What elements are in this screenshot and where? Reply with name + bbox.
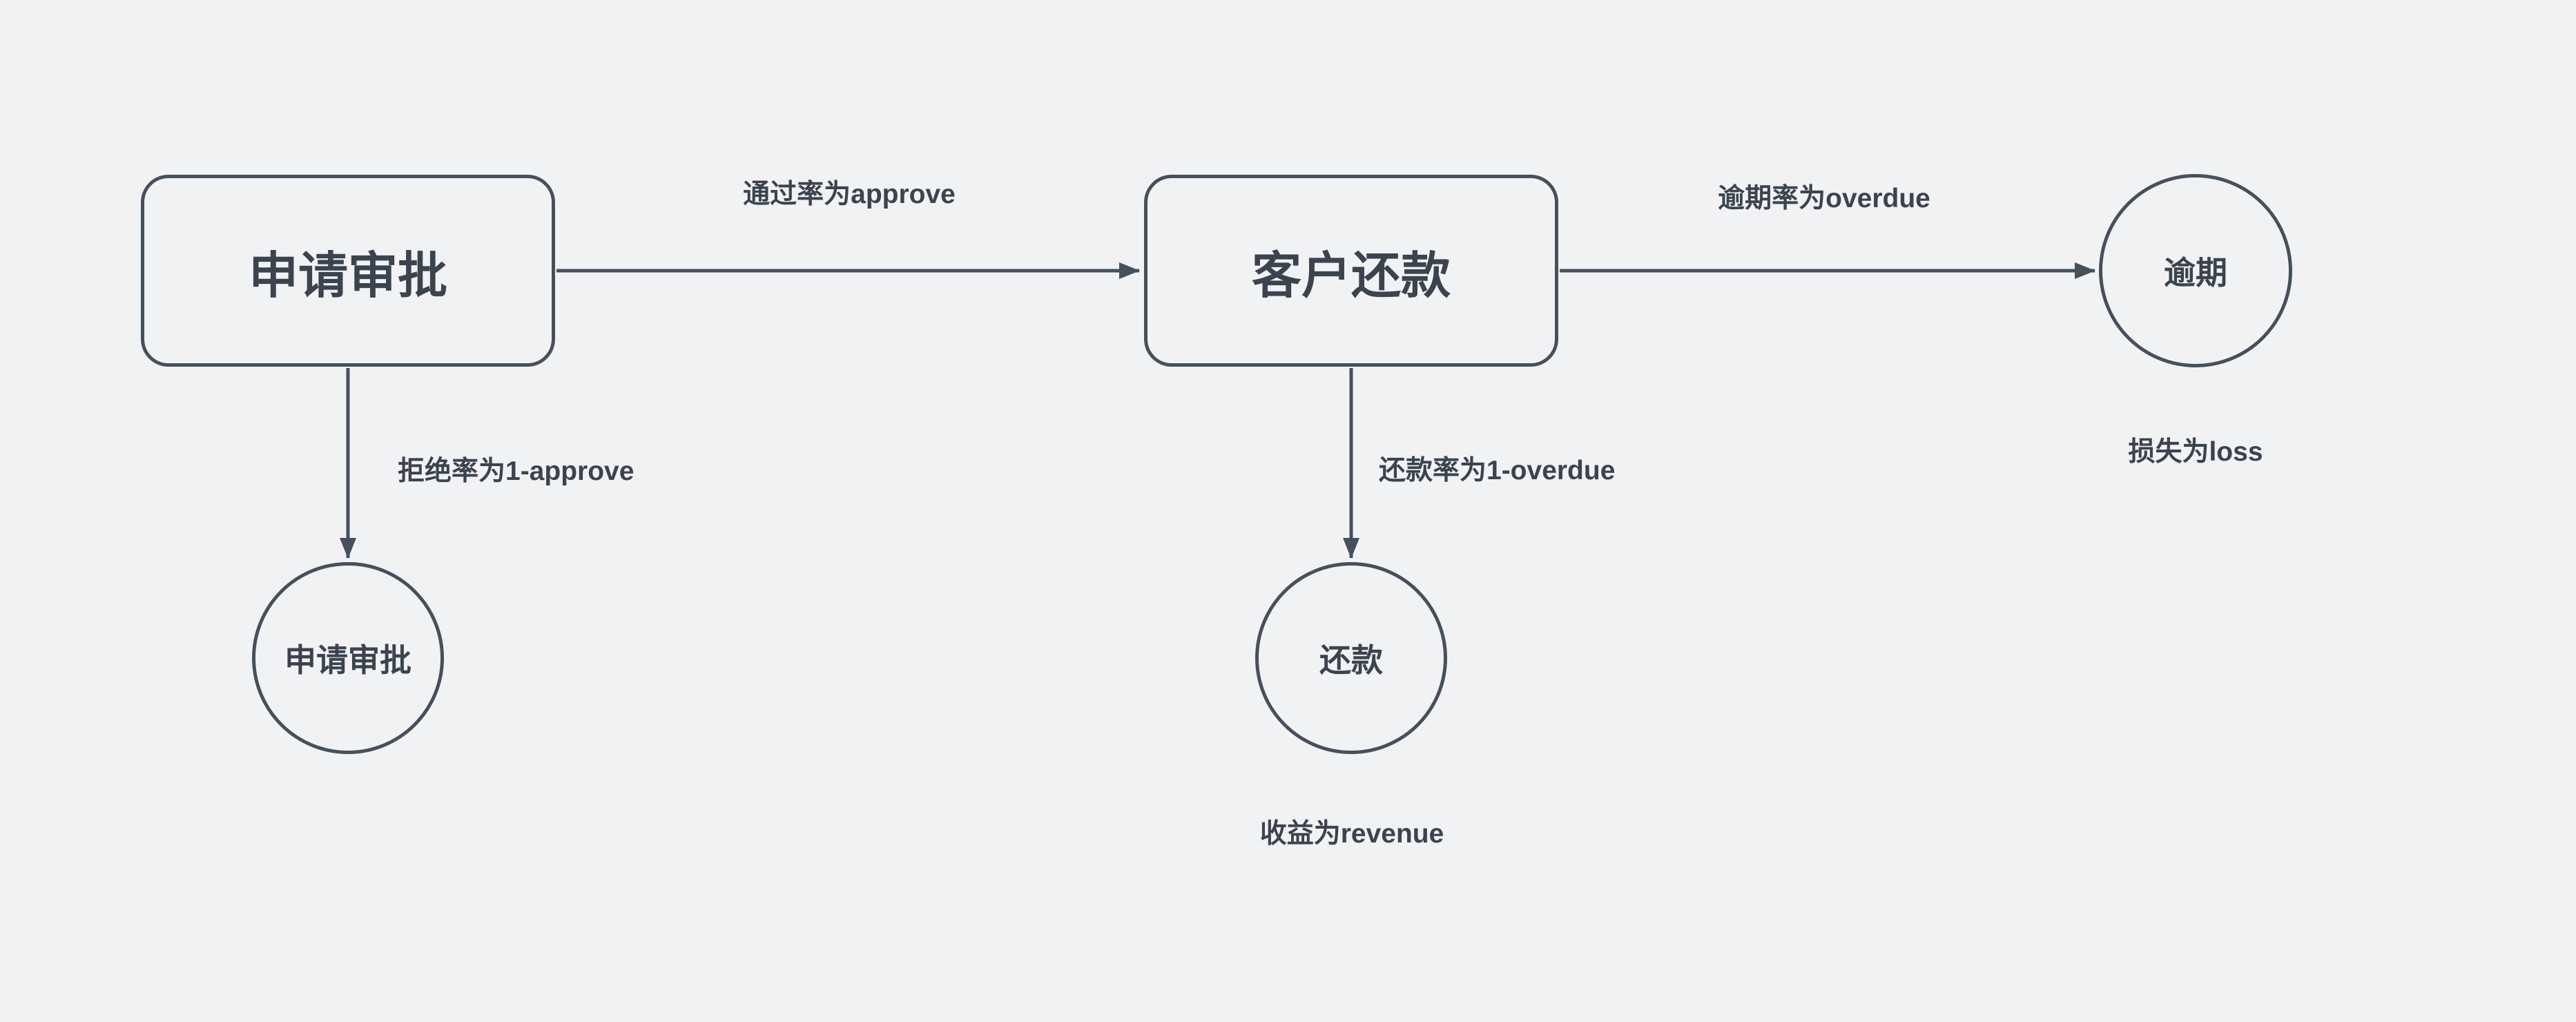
annotation-revenue: 收益为revenue: [1259, 819, 1444, 849]
node-customer-repayment[interactable]: 客户还款: [1144, 175, 1558, 367]
node-overdue-end[interactable]: 逾期: [2099, 174, 2292, 367]
node-label: 申请审批: [248, 248, 447, 304]
annotation-loss: 损失为loss: [2128, 437, 2263, 467]
node-repaid-end[interactable]: 还款: [1255, 562, 1447, 754]
node-rejected-end[interactable]: 申请审批: [252, 562, 444, 754]
node-approval-process[interactable]: 申请审批: [141, 175, 555, 367]
node-label: 申请审批: [284, 642, 411, 678]
node-label: 客户还款: [1251, 248, 1451, 304]
node-label: 逾期: [2164, 255, 2227, 291]
edge-label-overdue: 逾期率为overdue: [1718, 184, 1930, 213]
node-label: 还款: [1319, 642, 1383, 678]
edge-label-approve: 通过率为approve: [743, 180, 956, 209]
edge-label-reject: 拒绝率为1-approve: [398, 456, 635, 486]
edge-label-repay: 还款率为1-overdue: [1379, 456, 1616, 485]
